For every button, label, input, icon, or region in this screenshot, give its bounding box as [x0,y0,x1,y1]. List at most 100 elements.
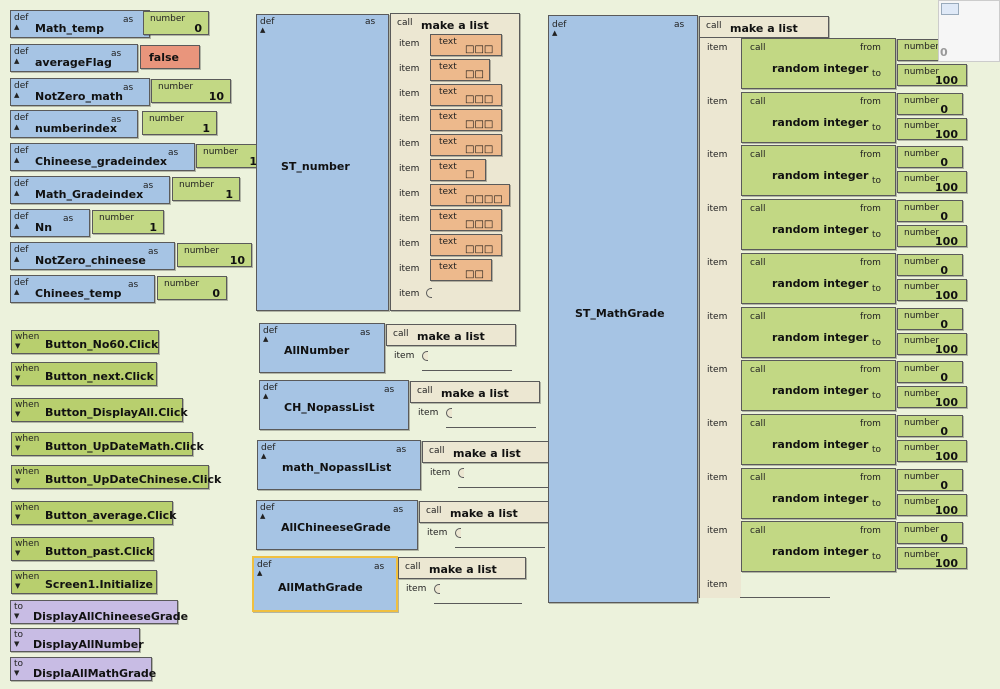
event-block-Button_No60.Click[interactable]: when▼Button_No60.Click [11,330,159,354]
expand-triangle-icon[interactable]: ▼ [15,342,21,350]
collapse-triangle-icon[interactable]: ▲ [260,26,266,34]
procedure-block-DisplayAllNumber[interactable]: to▼DisplayAllNumber [10,628,144,652]
empty-socket[interactable] [422,351,428,361]
empty-socket[interactable] [455,528,461,538]
text-block[interactable]: text□□ [430,259,492,281]
collapse-triangle-icon[interactable]: ▲ [14,91,20,99]
text-block[interactable]: text□ [430,159,486,181]
expand-triangle-icon[interactable]: ▼ [15,549,21,557]
text-block[interactable]: text□□□ [430,234,502,256]
collapse-triangle-icon[interactable]: ▲ [257,569,263,577]
expand-triangle-icon[interactable]: ▼ [14,612,20,620]
collapse-triangle-icon[interactable]: ▲ [552,29,558,37]
event-block-Screen1.Initialize[interactable]: when▼Screen1.Initialize [11,570,157,594]
text-block[interactable]: text□□□□ [430,184,510,206]
procedure-block-DisplayAllChineeseGrade[interactable]: to▼DisplayAllChineeseGrade [10,600,188,624]
empty-socket[interactable] [446,408,452,418]
boolean-value-block[interactable]: false [140,45,200,69]
collapse-triangle-icon[interactable]: ▲ [14,123,20,131]
collapse-triangle-icon[interactable]: ▲ [263,392,269,400]
collapse-triangle-icon[interactable]: ▲ [263,335,269,343]
collapse-triangle-icon[interactable]: ▲ [14,189,20,197]
collapse-triangle-icon[interactable]: ▲ [261,452,267,460]
empty-socket[interactable] [426,288,432,298]
minimap-viewport[interactable] [941,3,959,15]
collapse-triangle-icon[interactable]: ▲ [14,222,20,230]
expand-triangle-icon[interactable]: ▼ [14,669,20,677]
expand-triangle-icon[interactable]: ▼ [15,513,21,521]
text-block[interactable]: text□□ [430,59,490,81]
expand-triangle-icon[interactable]: ▼ [14,640,20,648]
collapse-triangle-icon[interactable]: ▲ [260,512,266,520]
event-block-Button_UpDateChinese.Click[interactable]: when▼Button_UpDateChinese.Click [11,465,221,489]
procedure-block-DisplaAllMathGrade[interactable]: to▼DisplaAllMathGrade [10,657,156,681]
text-block[interactable]: text□□□ [430,134,502,156]
expand-triangle-icon[interactable]: ▼ [15,582,21,590]
collapse-triangle-icon[interactable]: ▲ [14,23,20,31]
text-block[interactable]: text□□□ [430,84,502,106]
expand-triangle-icon[interactable]: ▼ [15,444,21,452]
expand-triangle-icon[interactable]: ▼ [15,477,21,485]
empty-socket[interactable] [458,468,464,478]
text-block[interactable]: text□□□ [430,109,502,131]
expand-triangle-icon[interactable]: ▼ [15,374,21,382]
event-block-Button_next.Click[interactable]: when▼Button_next.Click [11,362,157,386]
collapse-triangle-icon[interactable]: ▲ [14,57,20,65]
event-block-Button_DisplayAll.Click[interactable]: when▼Button_DisplayAll.Click [11,398,188,422]
text-block[interactable]: text□□□ [430,34,502,56]
empty-socket[interactable] [434,584,440,594]
expand-triangle-icon[interactable]: ▼ [15,410,21,418]
collapse-triangle-icon[interactable]: ▲ [14,288,20,296]
event-block-Button_UpDateMath.Click[interactable]: when▼Button_UpDateMath.Click [11,432,204,456]
